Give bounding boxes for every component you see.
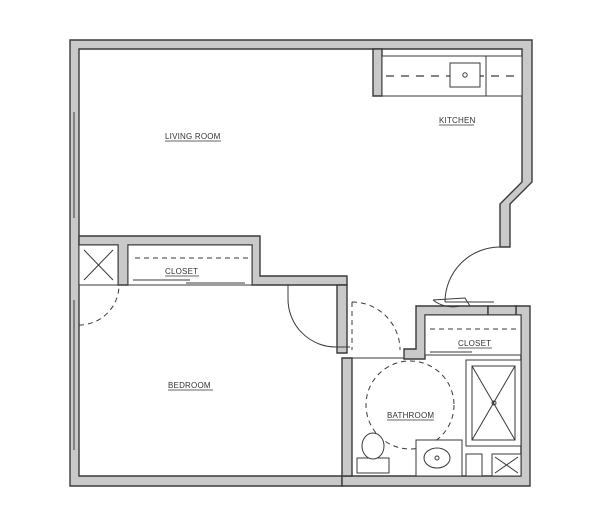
hall-door-leaf	[432, 297, 471, 307]
bedroom-door	[287, 285, 350, 348]
bathroom-area	[351, 301, 522, 477]
kitchen-area	[372, 48, 523, 303]
closet-upper	[78, 244, 253, 326]
kitchen-sink	[449, 62, 481, 88]
bedroom-right-wall-lower	[341, 357, 353, 477]
bath-sink	[423, 447, 451, 469]
closet-upper-box	[127, 244, 253, 286]
linen-closet-door-swing	[78, 284, 120, 326]
kitchen-door-swing	[444, 246, 501, 303]
bath-door-swing	[351, 301, 401, 351]
bath-cabinet-small	[465, 453, 483, 477]
room-labels: LIVING ROOM KITCHEN CLOSET CLOSET BEDROO…	[165, 116, 492, 421]
label-closet-upper: CLOSET	[165, 267, 198, 276]
bedroom-door-swing	[287, 297, 338, 348]
closet-right-box	[424, 314, 522, 356]
label-living-room: LIVING ROOM	[165, 132, 221, 141]
label-bathroom: BATHROOM	[387, 411, 434, 420]
bedroom-right-wall	[336, 284, 348, 354]
toilet-tank	[356, 457, 390, 474]
kitchen-partition	[372, 48, 383, 97]
label-kitchen: KITCHEN	[439, 116, 476, 125]
toilet-bowl	[361, 432, 385, 460]
bath-turning-circle	[365, 360, 455, 450]
bath-closet-wall-right	[487, 305, 517, 316]
label-bedroom: BEDROOM	[168, 381, 211, 390]
label-closet-right: CLOSET	[458, 339, 491, 348]
